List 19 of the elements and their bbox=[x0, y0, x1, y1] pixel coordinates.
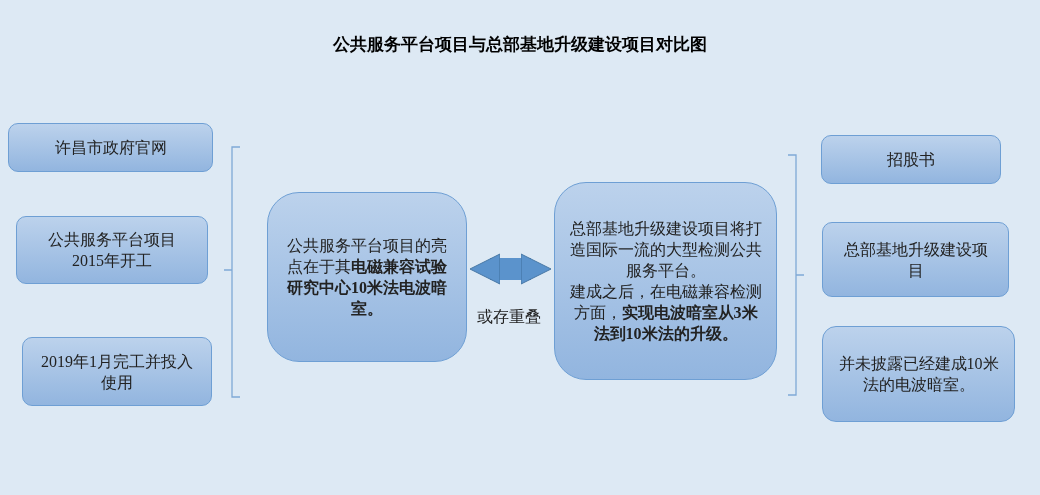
box-text: 2019年1月完工并投入使用 bbox=[40, 351, 194, 393]
text-box bbox=[821, 135, 1001, 184]
box-text: 并未披露已经建成10米法的电波暗室。 bbox=[837, 354, 1000, 395]
box-text: 总部基地升级建设项目 bbox=[842, 239, 989, 281]
box-text: 公共服务平台项目 2015年开工 bbox=[47, 230, 177, 271]
box-text: 招股书 bbox=[887, 150, 935, 170]
box-text: 总部基地升级建设项目将打造国际一流的大型检测公共服务平台。 bbox=[569, 219, 762, 281]
double-arrow bbox=[469, 253, 552, 285]
text-box bbox=[822, 222, 1009, 297]
text-box bbox=[16, 216, 208, 284]
text-box bbox=[554, 182, 777, 380]
text-box bbox=[22, 337, 212, 406]
text-box bbox=[8, 123, 213, 172]
box-text: 公共服务平台项目的亮点在于其电磁兼容试验研究中心10米法电波暗室。 bbox=[286, 236, 448, 319]
text-box bbox=[267, 192, 467, 362]
box-text: 许昌市政府官网 bbox=[54, 138, 167, 158]
text-box bbox=[822, 326, 1015, 422]
box-text: 建成之后，在电磁兼容检测方面，实现电波暗室从3米法到10米法的升级。 bbox=[569, 282, 762, 344]
diagram-title: 公共服务平台项目与总部基地升级建设项目对比图 bbox=[332, 34, 708, 56]
